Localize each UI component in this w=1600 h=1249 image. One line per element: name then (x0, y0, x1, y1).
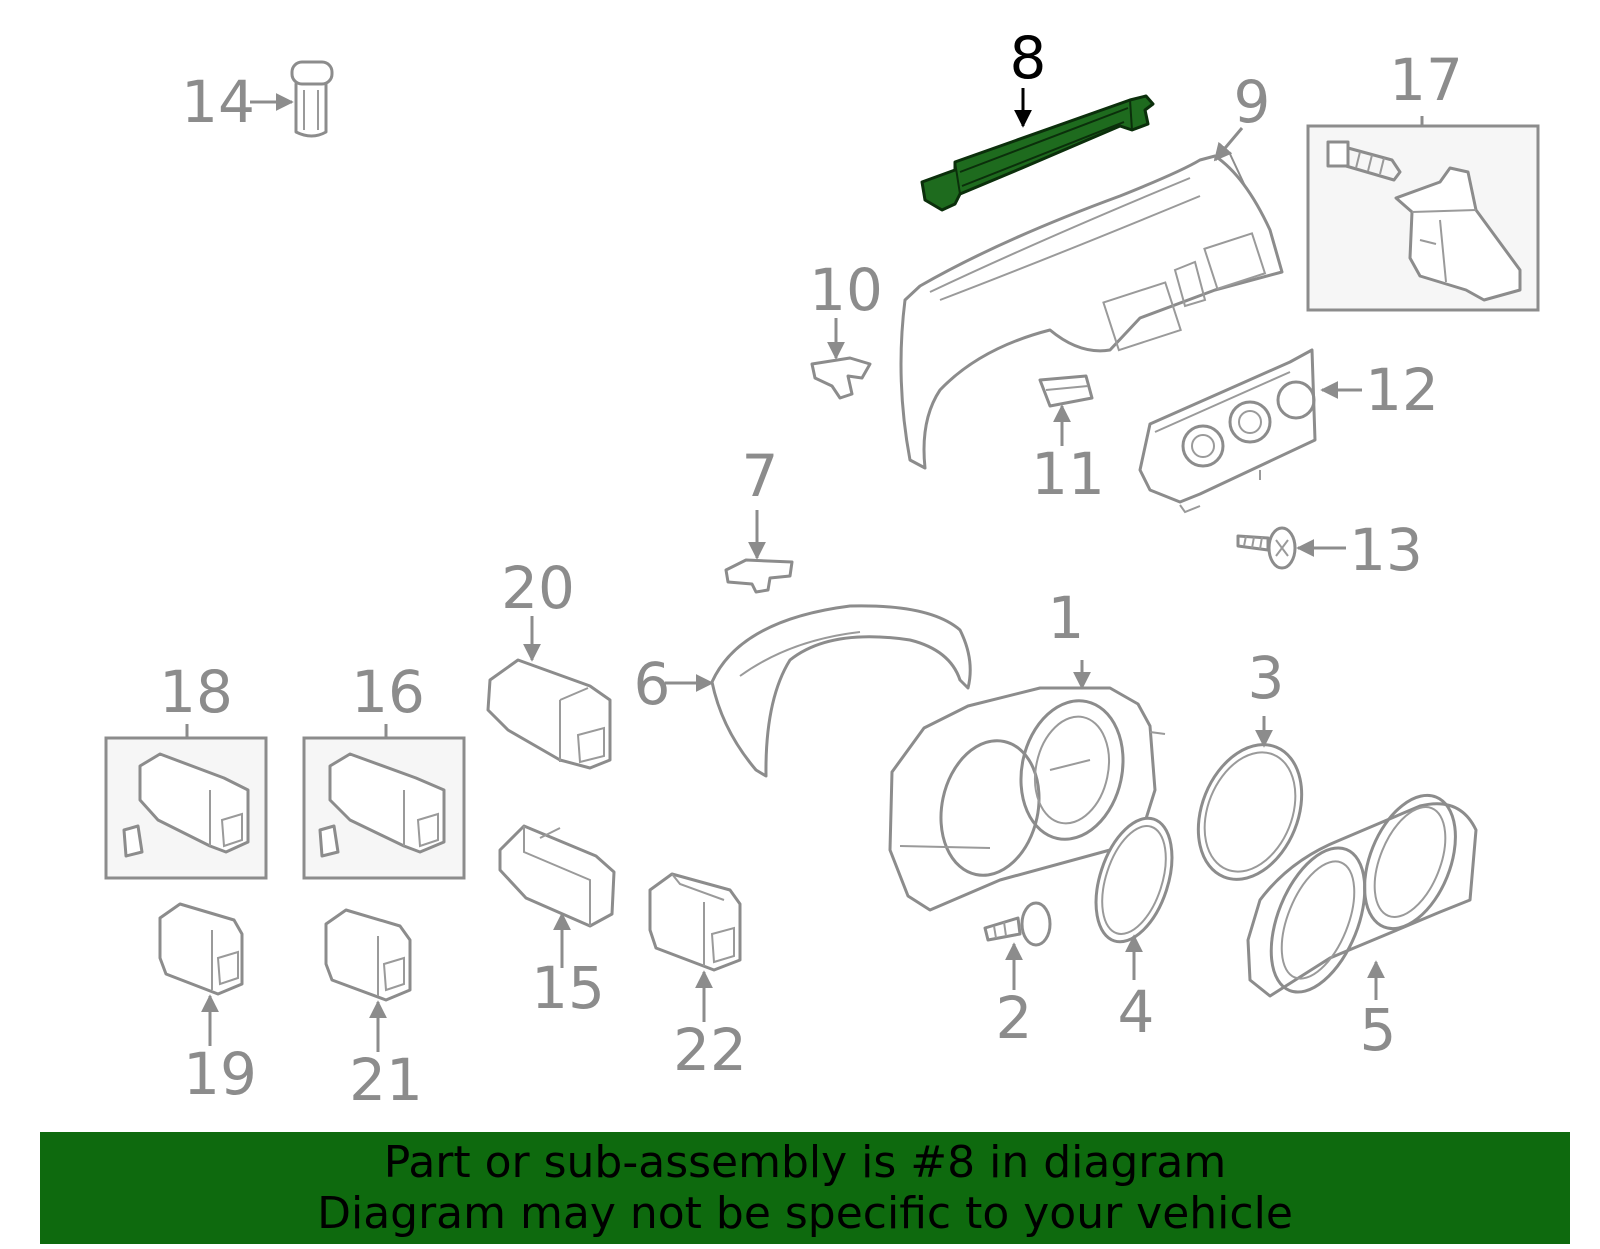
callout-4: 4 (1118, 978, 1155, 1046)
part-3-ring[interactable] (1179, 716, 1320, 895)
part-22-switch[interactable] (648, 872, 742, 1022)
part-17-box[interactable] (1306, 116, 1540, 312)
callout-14: 14 (181, 68, 255, 136)
callout-20: 20 (501, 554, 575, 622)
part-1-instrument-cluster[interactable] (888, 660, 1166, 912)
callout-9: 9 (1234, 68, 1271, 136)
callout-16: 16 (351, 658, 425, 726)
part-13-screw[interactable] (1236, 526, 1346, 570)
info-banner: Part or sub-assembly is #8 in diagram Di… (40, 1132, 1570, 1244)
callout-22: 22 (673, 1016, 747, 1084)
part-19-switch[interactable] (158, 902, 244, 1046)
part-21-switch[interactable] (324, 908, 412, 1052)
callout-1: 1 (1048, 584, 1085, 652)
callout-10: 10 (809, 256, 883, 324)
callout-7: 7 (742, 442, 779, 510)
part-6-cluster-hood[interactable] (665, 604, 972, 778)
callout-8-highlighted: 8 (1010, 24, 1047, 92)
part-12-climate-control[interactable] (1138, 348, 1362, 514)
part-7-clip[interactable] (724, 510, 794, 594)
part-16-box[interactable] (302, 724, 466, 880)
part-9-panel-hood[interactable] (899, 127, 1284, 470)
banner-line-1: Part or sub-assembly is #8 in diagram (383, 1137, 1227, 1188)
callout-2: 2 (996, 984, 1033, 1052)
callout-11: 11 (1031, 440, 1105, 508)
callout-13: 13 (1349, 516, 1423, 584)
part-2-screw[interactable] (983, 901, 1052, 990)
part-14-clip[interactable] (250, 60, 334, 138)
callout-5: 5 (1360, 996, 1397, 1064)
part-15-block[interactable] (498, 824, 616, 968)
part-11-clip[interactable] (1038, 374, 1094, 446)
part-20-switch[interactable] (486, 616, 612, 770)
callout-12: 12 (1365, 356, 1439, 424)
callout-17: 17 (1389, 46, 1463, 114)
part-8-highlighted[interactable] (920, 88, 1155, 212)
part-10-clip[interactable] (810, 318, 872, 400)
callout-3: 3 (1248, 644, 1285, 712)
part-5-cluster-lens[interactable] (1246, 782, 1478, 1005)
callout-18: 18 (159, 658, 233, 726)
callout-19: 19 (183, 1040, 257, 1108)
callout-21: 21 (349, 1046, 423, 1114)
callout-15: 15 (531, 954, 605, 1022)
callout-6: 6 (634, 650, 671, 718)
part-4-ring[interactable] (1082, 809, 1186, 980)
banner-line-2: Diagram may not be specific to your vehi… (317, 1188, 1293, 1239)
part-18-box[interactable] (104, 724, 268, 880)
